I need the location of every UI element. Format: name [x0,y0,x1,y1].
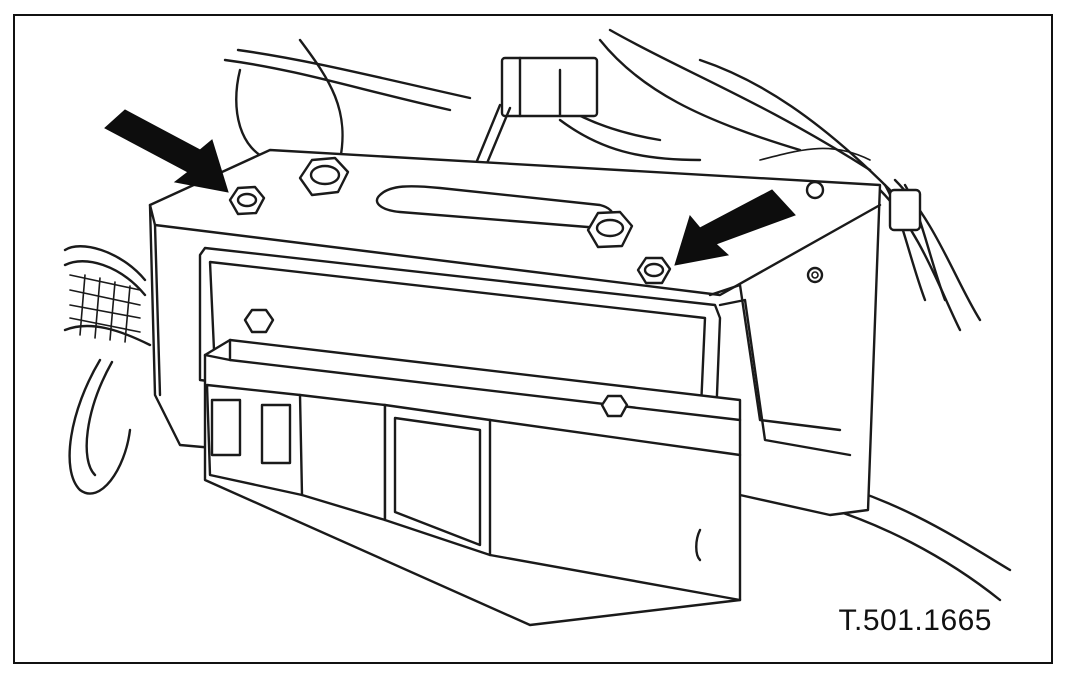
figure-reference-code: T.501.1665 [838,604,992,637]
nut-top-right [586,210,634,249]
bolt-front-left [243,308,275,334]
indicator-arrow-left [104,109,229,193]
indicator-arrow-right [674,189,796,266]
left-wiring [63,245,152,495]
nut-top-left [298,156,350,197]
mounting-nuts [228,156,672,418]
bolt-left-arrowed [228,185,266,216]
right-cable [883,183,947,302]
top-connector [463,56,599,194]
bolt-right-arrowed [636,256,672,285]
bolt-front-right [600,394,629,418]
